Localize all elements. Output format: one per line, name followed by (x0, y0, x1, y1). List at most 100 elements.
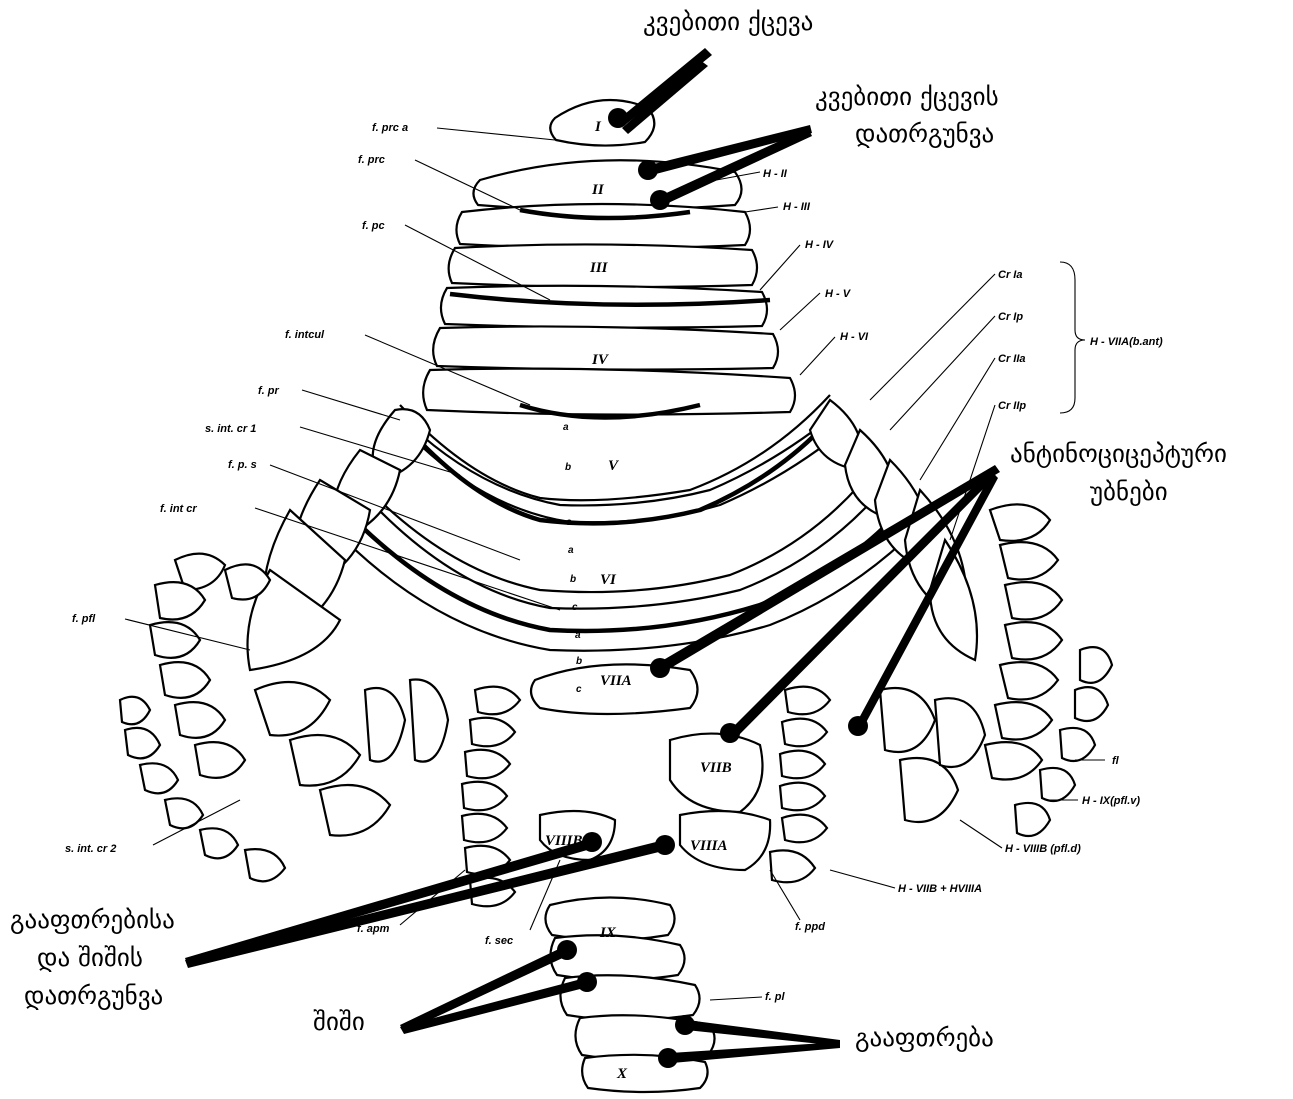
numeral-vi: VI (600, 572, 617, 588)
sub-a-vii: a (575, 630, 581, 641)
callout-fear: შიში (313, 1007, 365, 1036)
label-h-viiib: H - VIIIB (pfl.d) (1005, 843, 1081, 855)
pfl-left-11 (200, 828, 238, 858)
pfl-left-6 (195, 742, 245, 778)
lower-left-fan-4 (365, 688, 405, 762)
callout-rage-fear-2: და შიშის (37, 943, 143, 972)
numeral-iv: IV (591, 352, 610, 368)
label-f-apm: f. apm (357, 923, 390, 935)
numeral-viib: VIIB (700, 760, 732, 776)
lower-left-fan-2 (290, 735, 360, 786)
callout-rage-fear-3: დათრგუნვა (24, 981, 163, 1010)
lower-right-fan-1 (880, 688, 935, 752)
label-f-pl: f. pl (765, 991, 785, 1003)
label-f-int-cr: f. int cr (160, 503, 197, 515)
numeral-viiib: VIIIB (545, 833, 583, 849)
label-s-int-cr1: s. int. cr 1 (205, 423, 256, 435)
lobule-viia (531, 664, 698, 714)
lobule-iv-folium-2 (423, 369, 795, 415)
label-f-prc-a: f. prc a (372, 122, 408, 134)
stack-left-3 (465, 750, 510, 779)
pfl-right-10 (1060, 728, 1095, 761)
label-cr-ia: Cr Ia (998, 269, 1022, 281)
sub-c-v: c (566, 517, 572, 528)
callout-feeding: კვებითი ქცევა (643, 7, 813, 36)
pfl-left-7 (120, 697, 150, 725)
sub-a-vi: a (568, 545, 574, 556)
numeral-x: X (616, 1066, 628, 1082)
label-cr-ip: Cr Ip (998, 311, 1023, 323)
stack-right-4 (780, 783, 825, 811)
label-f-pfl: f. pfl (72, 613, 96, 625)
numeral-iii: III (589, 260, 609, 276)
lower-left-fan-5 (410, 680, 448, 762)
pfl-left-5 (175, 702, 225, 738)
numeral-v: V (608, 458, 620, 474)
pfl-right-5 (1000, 662, 1058, 699)
label-h-v: H - V (825, 288, 852, 300)
label-h-iii: H - III (783, 201, 811, 213)
callout-feeding-suppression-1: კვებითი ქცევის (815, 82, 999, 111)
pfl-right-8 (1080, 647, 1112, 683)
sub-b-vi: b (570, 574, 576, 585)
pfl-left-9 (140, 763, 178, 793)
stack-right-6 (770, 850, 815, 882)
pointer-feeding-2 (622, 60, 708, 134)
pfl-right-12 (1015, 803, 1050, 836)
numeral-ix: IX (599, 925, 617, 941)
pfl-right-11 (1040, 768, 1075, 801)
stack-left-1 (475, 687, 520, 715)
numeral-i: I (594, 119, 602, 135)
label-h-vi: H - VI (840, 331, 869, 343)
pfl-left-12 (245, 849, 285, 881)
stack-left-5 (462, 814, 507, 843)
pfl-left-10 (165, 798, 203, 828)
sub-c-vii: c (576, 684, 582, 695)
lower-right-fan-3 (935, 698, 985, 767)
pfl-right-1 (990, 504, 1050, 540)
callout-antinociceptive-2: უბნები (1090, 477, 1168, 506)
left-hemisphere (248, 409, 431, 670)
label-f-pr: f. pr (258, 385, 279, 397)
callout-antinociceptive-1: ანტინოციცეპტური (1010, 439, 1227, 468)
label-h-iv: H - IV (805, 239, 835, 251)
sub-b-v: b (565, 462, 571, 473)
label-h-ix: H - IX(pfl.v) (1082, 795, 1140, 807)
pfl-right-6 (995, 702, 1052, 739)
pfl-right-2 (1000, 542, 1058, 579)
stack-left-2 (470, 718, 515, 747)
pfl-right-3 (1005, 582, 1062, 619)
stack-left-4 (462, 782, 507, 811)
pfl-right-9 (1075, 687, 1108, 721)
stack-right-1 (785, 687, 830, 715)
lower-left-fan-1 (255, 682, 330, 736)
pfl-right-4 (1005, 622, 1062, 659)
lobule-iii (456, 204, 750, 248)
pointer-feeding (620, 48, 712, 125)
callout-rage: გააფთრება (855, 1023, 994, 1052)
stack-right-5 (782, 815, 827, 843)
label-h-ii: H - II (763, 168, 788, 180)
pfl-right-7 (985, 742, 1042, 779)
label-cr-iia: Cr IIa (998, 353, 1026, 365)
callout-feeding-suppression-2: დათრგუნვა (855, 119, 994, 148)
label-h-viia: H - VIIA(b.ant) (1090, 336, 1163, 348)
numeral-viiia: VIIIA (690, 838, 728, 854)
stack-right-3 (780, 751, 825, 779)
numeral-ii: II (591, 182, 605, 198)
lobule-v-folium-a (410, 410, 840, 505)
pfl-left-4 (160, 662, 210, 698)
sub-b-vii: b (576, 656, 582, 667)
label-fl: fl (1112, 755, 1120, 767)
label-f-intcul: f. intcul (285, 329, 325, 341)
lower-left-fan-3 (320, 785, 390, 836)
sub-a-v: a (563, 422, 569, 433)
pfl-left-8 (125, 728, 160, 758)
label-h-viib: H - VIIB + HVIIIA (898, 883, 982, 895)
label-s-int-cr2: s. int. cr 2 (65, 843, 116, 855)
label-cr-iip: Cr IIp (998, 400, 1026, 412)
label-f-prc: f. prc (358, 154, 385, 166)
numeral-viia: VIIA (600, 673, 632, 689)
sub-c-vi: c (572, 602, 578, 613)
